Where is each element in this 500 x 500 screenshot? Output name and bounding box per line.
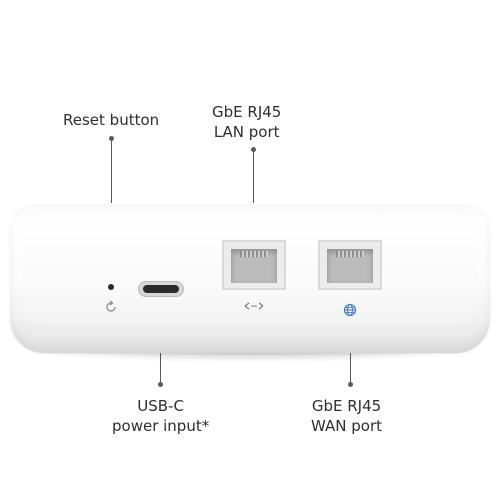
lan-port-label-line1: GbE RJ45 [212,103,282,121]
lan-leader-dot [251,147,256,152]
usbc-label-line2: power input* [112,417,210,435]
reset-button-label: Reset button [63,111,160,129]
wan-port-label: GbE RJ45 WAN port [311,396,382,436]
lan-port-label-line2: LAN port [213,123,280,141]
lan-port-contacts [240,251,268,257]
usbc-port-opening [143,285,179,293]
reset-leader-dot [109,136,114,141]
lan-arrows-icon [244,302,264,310]
reset-button [108,284,114,290]
globe-icon [343,303,357,317]
usbc-leader-dot [158,382,163,387]
usbc-label: USB-C power input* [112,396,209,436]
reset-arrow-icon [106,300,116,312]
wan-leader-dot [348,382,353,387]
lan-leader-line [253,150,254,238]
wan-port-label-line1: GbE RJ45 [311,397,382,415]
lan-port-label: GbE RJ45 LAN port [212,102,281,142]
usbc-label-line1: USB-C [137,397,184,415]
wan-port-contacts [336,251,364,257]
wan-port-label-line2: WAN port [311,417,383,435]
